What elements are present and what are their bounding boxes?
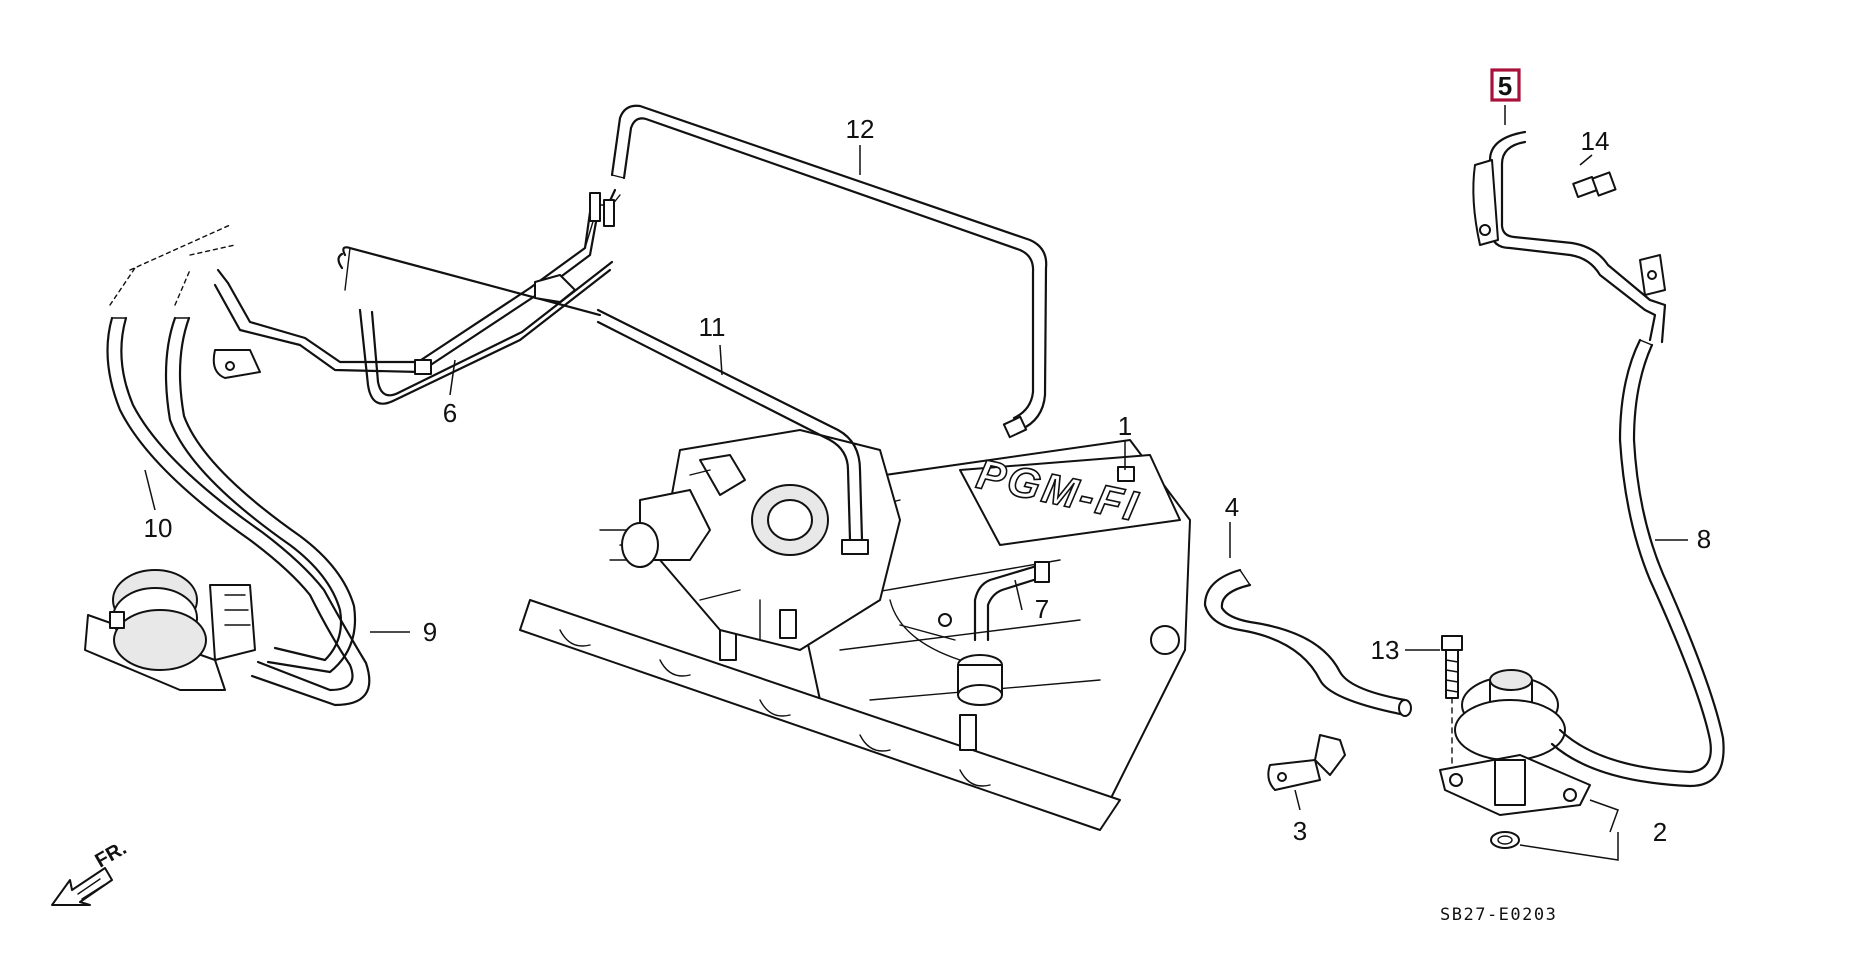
front-direction-arrow: FR. [51, 837, 131, 906]
callout-10[interactable]: 10 [144, 513, 173, 543]
callout-11[interactable]: 11 [699, 312, 726, 342]
callout-5-highlight-box [1490, 68, 1521, 102]
callout-14[interactable]: 14 [1581, 126, 1610, 156]
hose-4[interactable] [1203, 568, 1412, 717]
sensor-1 [1117, 466, 1135, 482]
bolt-14 [1572, 171, 1617, 198]
guide-lines-left [109, 224, 236, 306]
hose-12[interactable] [610, 104, 1048, 439]
callout-13[interactable]: 13 [1371, 635, 1400, 665]
hose-10[interactable] [106, 316, 371, 707]
callout-12[interactable]: 12 [846, 114, 875, 144]
hose-8[interactable] [1550, 338, 1725, 788]
callout-7[interactable]: 7 [1035, 594, 1049, 624]
leader-lines [144, 105, 1688, 861]
bolt-13 [1441, 635, 1463, 771]
throttle-body [599, 429, 901, 651]
pipe-11[interactable] [596, 308, 869, 555]
diagram-code: SB27-E0203 [1440, 905, 1557, 925]
pipe-5[interactable] [1472, 130, 1667, 344]
pipe-7[interactable] [973, 561, 1050, 642]
part-callouts: 1 2 3 4 5 6 7 8 9 10 11 12 13 14 [144, 68, 1711, 847]
pressure-regulator [889, 599, 1003, 706]
callout-2[interactable]: 2 [1653, 817, 1667, 847]
callout-4[interactable]: 4 [1225, 492, 1239, 522]
callout-3[interactable]: 3 [1293, 816, 1307, 846]
hose-9[interactable] [164, 316, 356, 674]
callout-9[interactable]: 9 [423, 617, 437, 647]
front-label: FR. [92, 837, 131, 872]
callout-8[interactable]: 8 [1697, 524, 1711, 554]
callout-1[interactable]: 1 [1118, 411, 1132, 441]
callout-5[interactable]: 5 [1498, 71, 1512, 101]
solenoid-valve-left [84, 569, 256, 691]
callout-6[interactable]: 6 [443, 398, 457, 428]
pipe-assembly-6[interactable] [212, 188, 621, 405]
air-control-valve-2 [1439, 669, 1591, 849]
bracket-3 [1267, 734, 1346, 791]
